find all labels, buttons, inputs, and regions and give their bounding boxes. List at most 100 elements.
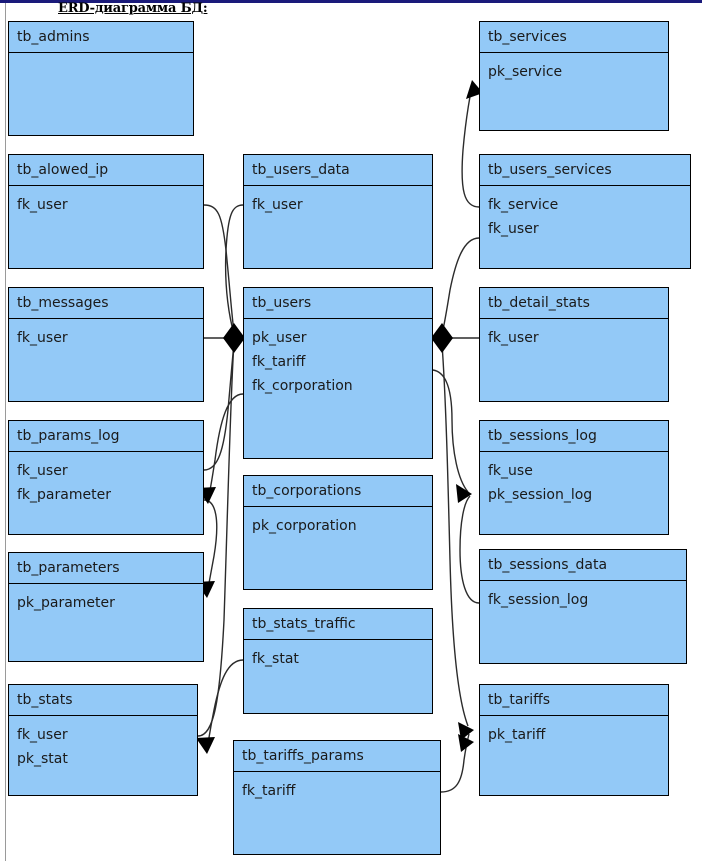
entity-attribute: pk_user bbox=[252, 330, 307, 346]
edge-stats-traffic-stats bbox=[206, 659, 244, 751]
edge-users-services-users bbox=[441, 237, 480, 335]
entity-tb_messages[interactable]: tb_messages fk_user bbox=[8, 287, 204, 402]
entity-name-label: tb_tariffs_params bbox=[242, 748, 364, 764]
entity-attribute: pk_stat bbox=[17, 751, 68, 767]
entity-name-label: tb_stats bbox=[17, 692, 73, 708]
arrow-marker-sessions-log bbox=[456, 484, 472, 503]
entity-attributes-tb_sessions_data: fk_session_log bbox=[480, 581, 686, 612]
entity-name-label: tb_admins bbox=[17, 29, 90, 45]
entity-attributes-tb_tariffs_params: fk_tariff bbox=[234, 772, 440, 803]
entity-attribute: fk_user bbox=[488, 221, 539, 237]
entity-attribute: fk_user bbox=[17, 463, 68, 479]
entity-attributes-tb_messages: fk_user bbox=[9, 319, 203, 350]
entity-name-label: tb_services bbox=[488, 29, 567, 45]
entity-header-tb_services: tb_services bbox=[480, 22, 668, 53]
edge-users-data-users bbox=[224, 204, 244, 335]
entity-header-tb_alowed_ip: tb_alowed_ip bbox=[9, 155, 203, 186]
entity-tb_alowed_ip[interactable]: tb_alowed_ip fk_user bbox=[8, 154, 204, 269]
diamond-marker-users-left bbox=[223, 323, 245, 353]
entity-tb_users_services[interactable]: tb_users_services fk_service fk_user bbox=[479, 154, 691, 269]
entity-attributes-tb_users_data: fk_user bbox=[244, 186, 432, 217]
page-top-rule bbox=[0, 0, 702, 3]
arrow-marker-tariffs-a bbox=[458, 722, 474, 740]
entity-header-tb_stats_traffic: tb_stats_traffic bbox=[244, 609, 432, 640]
entity-tb_sessions_log[interactable]: tb_sessions_log fk_use pk_session_log bbox=[479, 420, 669, 535]
entity-attributes-tb_alowed_ip: fk_user bbox=[9, 186, 203, 217]
entity-name-label: tb_users bbox=[252, 295, 312, 311]
entity-header-tb_messages: tb_messages bbox=[9, 288, 203, 319]
entity-attribute: fk_user bbox=[17, 197, 68, 213]
diamond-marker-users-right bbox=[431, 323, 453, 353]
entity-header-tb_stats: tb_stats bbox=[9, 685, 197, 716]
entity-attribute: pk_parameter bbox=[17, 595, 115, 611]
entity-attribute: fk_service bbox=[488, 197, 559, 213]
entity-attributes-tb_corporations: pk_corporation bbox=[244, 507, 432, 538]
entity-attribute: fk_use bbox=[488, 463, 533, 479]
entity-header-tb_users_data: tb_users_data bbox=[244, 155, 432, 186]
entity-attributes-tb_detail_stats: fk_user bbox=[480, 319, 668, 350]
edge-users-tariffs bbox=[441, 343, 469, 727]
edge-alowed-ip-users bbox=[203, 204, 235, 333]
entity-tb_services[interactable]: tb_services pk_service bbox=[479, 21, 669, 131]
arrow-marker-stats bbox=[196, 737, 215, 754]
edge-params-log-users bbox=[203, 341, 235, 471]
entity-attributes-tb_admins bbox=[9, 53, 193, 60]
entity-attribute: fk_parameter bbox=[17, 487, 111, 503]
entity-attribute: fk_user bbox=[17, 330, 68, 346]
edge-users-corporations bbox=[207, 393, 244, 501]
edge-params-log-parameters bbox=[203, 499, 218, 595]
entity-header-tb_sessions_log: tb_sessions_log bbox=[480, 421, 668, 452]
entity-tb_detail_stats[interactable]: tb_detail_stats fk_user bbox=[479, 287, 669, 402]
entity-tb_corporations[interactable]: tb_corporations pk_corporation bbox=[243, 475, 433, 590]
entity-attributes-tb_tariffs: pk_tariff bbox=[480, 716, 668, 747]
entity-tb_stats_traffic[interactable]: tb_stats_traffic fk_stat bbox=[243, 608, 433, 714]
edge-users-services-services bbox=[461, 85, 480, 208]
entity-attributes-tb_stats: fk_user pk_stat bbox=[9, 716, 197, 771]
entity-header-tb_parameters: tb_parameters bbox=[9, 553, 203, 584]
entity-attributes-tb_params_log: fk_user fk_parameter bbox=[9, 452, 203, 507]
entity-attribute: pk_service bbox=[488, 64, 563, 80]
entity-header-tb_params_log: tb_params_log bbox=[9, 421, 203, 452]
entity-attribute: fk_user bbox=[488, 330, 539, 346]
entity-name-label: tb_stats_traffic bbox=[252, 616, 356, 632]
edge-tariffs-params-tariffs bbox=[440, 733, 470, 793]
entity-header-tb_tariffs_params: tb_tariffs_params bbox=[234, 741, 440, 772]
entity-tb_stats[interactable]: tb_stats fk_user pk_stat bbox=[8, 684, 198, 796]
entity-attribute: fk_session_log bbox=[488, 592, 589, 608]
entity-header-tb_sessions_data: tb_sessions_data bbox=[480, 550, 686, 581]
entity-attribute: fk_tariff bbox=[242, 783, 296, 799]
entity-name-label: tb_params_log bbox=[17, 428, 120, 444]
entity-attribute: fk_user bbox=[17, 727, 68, 743]
entity-attributes-tb_services: pk_service bbox=[480, 53, 668, 84]
entity-header-tb_corporations: tb_corporations bbox=[244, 476, 432, 507]
edge-stats-users bbox=[197, 343, 235, 737]
entity-attributes-tb_parameters: pk_parameter bbox=[9, 584, 203, 615]
entity-attribute: pk_corporation bbox=[252, 518, 357, 534]
page-title: ERD-диаграмма БД: bbox=[58, 1, 208, 16]
entity-attribute: fk_stat bbox=[252, 651, 299, 667]
entity-attributes-tb_sessions_log: fk_use pk_session_log bbox=[480, 452, 668, 507]
arrow-marker-tariffs-b bbox=[458, 734, 474, 752]
entity-tb_parameters[interactable]: tb_parameters pk_parameter bbox=[8, 552, 204, 662]
entity-tb_admins[interactable]: tb_admins bbox=[8, 21, 194, 136]
entity-tb_tariffs_params[interactable]: tb_tariffs_params fk_tariff bbox=[233, 740, 441, 855]
entity-name-label: tb_detail_stats bbox=[488, 295, 590, 311]
entity-tb_params_log[interactable]: tb_params_log fk_user fk_parameter bbox=[8, 420, 204, 535]
entity-name-label: tb_corporations bbox=[252, 483, 362, 499]
entity-name-label: tb_users_services bbox=[488, 162, 612, 178]
page-left-margin-rule bbox=[5, 3, 6, 861]
entity-name-label: tb_parameters bbox=[17, 560, 120, 576]
entity-tb_sessions_data[interactable]: tb_sessions_data fk_session_log bbox=[479, 549, 687, 664]
entity-attributes-tb_users_services: fk_service fk_user bbox=[480, 186, 690, 241]
entity-header-tb_users: tb_users bbox=[244, 288, 432, 319]
entity-attribute: pk_tariff bbox=[488, 727, 546, 743]
entity-attribute: pk_session_log bbox=[488, 487, 593, 503]
entity-attributes-tb_stats_traffic: fk_stat bbox=[244, 640, 432, 671]
entity-name-label: tb_sessions_log bbox=[488, 428, 597, 444]
entity-name-label: tb_messages bbox=[17, 295, 109, 311]
entity-header-tb_admins: tb_admins bbox=[9, 22, 193, 53]
